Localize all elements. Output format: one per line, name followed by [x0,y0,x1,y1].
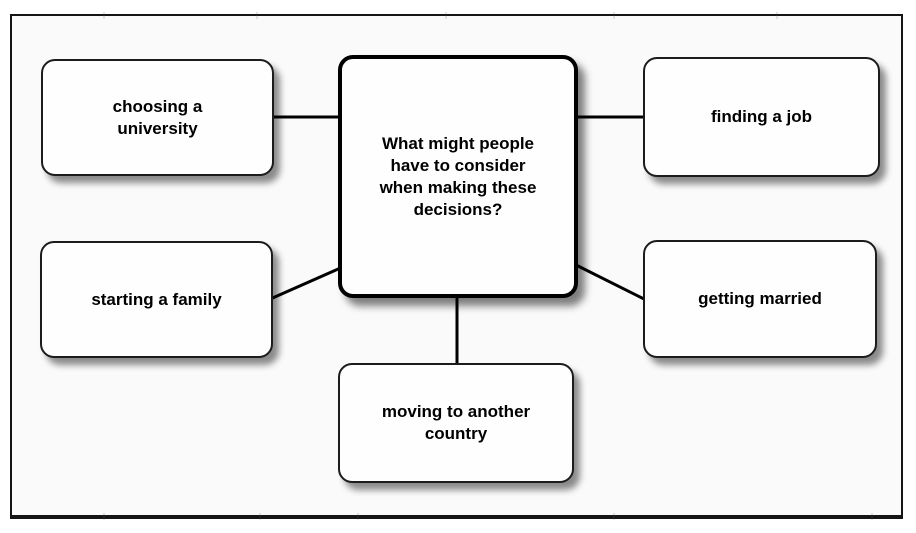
node-starting-a-family: starting a family [40,241,273,358]
node-choosing-a-university: choosing a university [41,59,274,176]
node-moving-to-another-country: moving to another country [338,363,574,483]
central-question-box: What might people have to consider when … [338,55,578,298]
node-label: getting married [698,289,822,308]
node-finding-a-job: finding a job [643,57,880,177]
node-label: finding a job [710,107,813,126]
node-label: choosing a university [112,96,203,138]
node-label: moving to another country [381,402,531,443]
central-question-text: What might people have to consider when … [379,133,537,219]
node-label: starting a family [91,289,222,309]
node-getting-married: getting married [643,240,877,358]
